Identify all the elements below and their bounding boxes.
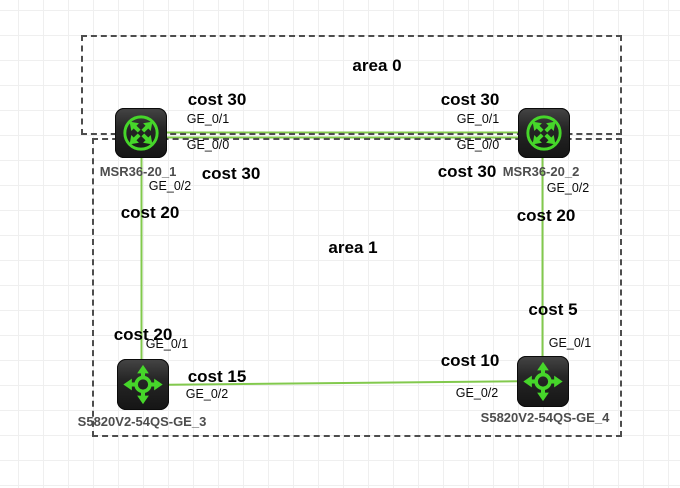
- router-icon: [526, 115, 562, 151]
- area-1-label: area 1: [328, 238, 378, 257]
- cost-label: cost 20: [113, 325, 173, 344]
- device-msr36-20-2[interactable]: [518, 108, 570, 158]
- device-label-s5820v2-3: S5820V2-54QS-GE_3: [77, 414, 207, 429]
- cost-label: cost 30: [437, 162, 497, 181]
- cost-label: cost 30: [187, 90, 247, 109]
- cost-label: cost 5: [528, 300, 578, 319]
- device-label-msr36-20-2: MSR36-20_2: [502, 164, 580, 179]
- port-label: GE_0/2: [455, 386, 499, 400]
- switch-icon: [523, 361, 563, 402]
- device-label-s5820v2-4: S5820V2-54QS-GE_4: [480, 410, 610, 425]
- port-label: GE_0/1: [186, 112, 230, 126]
- port-label: GE_0/0: [456, 138, 500, 152]
- cost-label: cost 20: [516, 206, 576, 225]
- cost-label: cost 15: [187, 367, 247, 386]
- port-label: GE_0/2: [148, 179, 192, 193]
- link-sw3-sw4[interactable]: [142, 380, 543, 386]
- area-0-label: area 0: [352, 56, 402, 75]
- device-s5820v2-4[interactable]: [517, 356, 569, 407]
- area-0-boundary[interactable]: [81, 35, 622, 135]
- cost-label: cost 30: [201, 164, 261, 183]
- switch-icon: [123, 364, 163, 405]
- device-s5820v2-3[interactable]: [117, 359, 169, 410]
- cost-label: cost 30: [440, 90, 500, 109]
- port-label: GE_0/2: [185, 387, 229, 401]
- port-label: GE_0/1: [548, 336, 592, 350]
- port-label: GE_0/1: [456, 112, 500, 126]
- port-label: GE_0/0: [186, 138, 230, 152]
- router-icon: [123, 115, 159, 151]
- port-label: GE_0/2: [546, 181, 590, 195]
- device-label-msr36-20-1: MSR36-20_1: [99, 164, 177, 179]
- port-label: GE_0/1: [145, 337, 189, 351]
- device-msr36-20-1[interactable]: [115, 108, 167, 158]
- cost-label: cost 10: [440, 351, 500, 370]
- area-1-boundary[interactable]: [92, 138, 622, 437]
- cost-label: cost 20: [120, 203, 180, 222]
